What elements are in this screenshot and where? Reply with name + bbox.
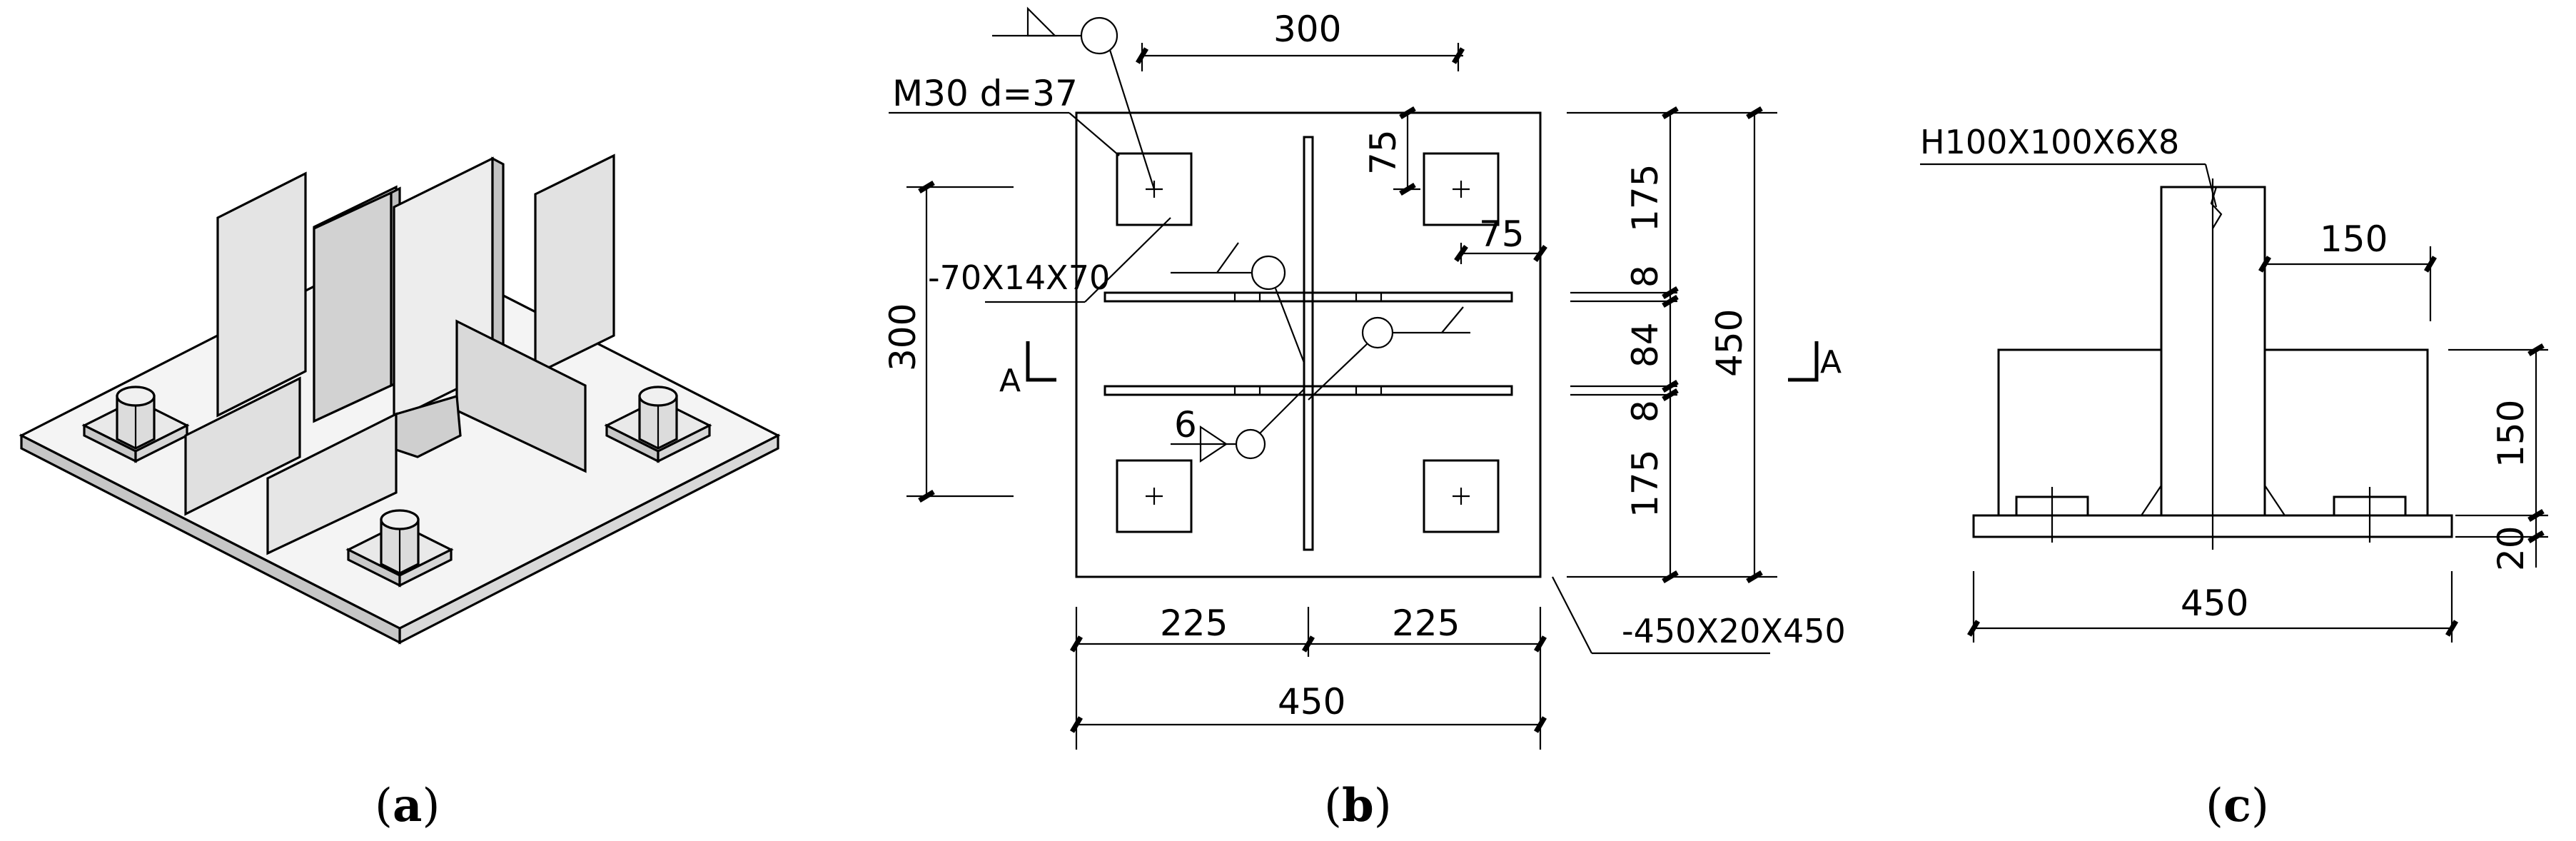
- caption-a: (a): [375, 779, 440, 832]
- dim-right-rib-1: 8: [1625, 265, 1666, 288]
- column-label: H100X100X6X8: [1920, 123, 2179, 161]
- dim-bottom-total: 450: [1278, 681, 1345, 722]
- washer-label: -70X14X70: [928, 258, 1110, 297]
- washer-top-right: [1423, 152, 1500, 226]
- weld-symbols: [992, 6, 1470, 463]
- dimension-lines: [906, 43, 1777, 750]
- washer-bottom-right: [1423, 459, 1500, 533]
- dim-bottom-right: 225: [1392, 603, 1460, 644]
- section-marks: [1026, 341, 1819, 382]
- anchor-bolt-left: [81, 386, 190, 463]
- dim-right-web: 84: [1625, 322, 1666, 368]
- plate-label: -450X20X450: [1622, 612, 1846, 650]
- anchor-bolt-front: [345, 509, 454, 588]
- dim-bottom-left: 225: [1160, 603, 1228, 644]
- left-stiffener: [1997, 348, 2163, 517]
- dim-left-bolt-spacing: 300: [882, 303, 924, 371]
- dim-bolt-edge-vertical: 75: [1363, 129, 1404, 175]
- h-column-section: [1103, 136, 1513, 551]
- dim-right-lower: 175: [1625, 450, 1666, 518]
- stiffeners-and-column: [184, 153, 615, 555]
- bolt-label: M30 d=37: [892, 73, 1078, 114]
- dim-top-bolt-spacing: 300: [1273, 9, 1341, 50]
- section-mark-left: A: [999, 363, 1021, 399]
- plan-view: M30 d=37 -70X14X70 -450X20X450 6 A A 300…: [882, 6, 1846, 750]
- anchor-bolt-right: [604, 386, 712, 463]
- isometric-view: [19, 153, 781, 645]
- leaders: [889, 111, 1770, 655]
- dim-bolt-edge-horizontal: 75: [1479, 213, 1525, 255]
- dim-base-width: 450: [2181, 583, 2248, 624]
- section-mark-right: A: [1820, 344, 1842, 381]
- dim-right-total: 450: [1709, 309, 1750, 377]
- weld-size-label: 6: [1174, 404, 1197, 445]
- elevation-view: H100X100X6X8 150 150 20 450: [1920, 123, 2548, 643]
- plan-base-plate: [1075, 111, 1542, 578]
- caption-b: (b): [1324, 779, 1392, 832]
- caption-c: (c): [2206, 779, 2269, 832]
- washer-bottom-left: [1116, 459, 1193, 533]
- dim-stiffener-width: 150: [2320, 218, 2388, 260]
- dim-right-rib-2: 8: [1625, 400, 1666, 423]
- dim-plate-thickness: 20: [2490, 525, 2532, 571]
- dim-right-upper: 175: [1625, 164, 1666, 232]
- right-stiffener: [2263, 348, 2429, 517]
- dim-stiffener-height: 150: [2490, 400, 2532, 468]
